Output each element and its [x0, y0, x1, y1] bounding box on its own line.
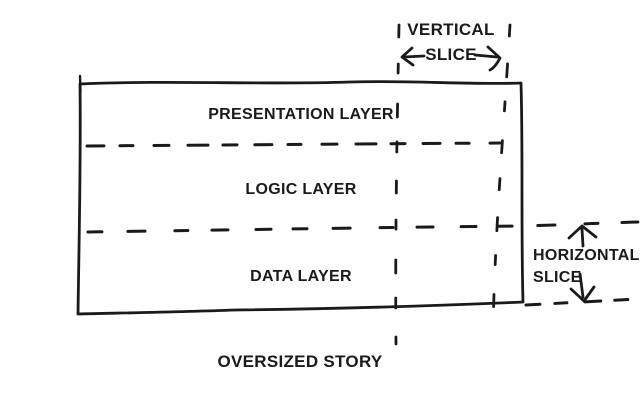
vertical-slice-label-line1: VERTICAL [407, 20, 495, 39]
layers-box-outline [76, 80, 525, 316]
vertical-slice-left-arrow [400, 46, 426, 67]
vertical-slice-right-boundary [491, 23, 512, 332]
horizontal-slice-label-line1: HORIZONTAL [533, 247, 640, 264]
layer-label-presentation: PRESENTATION LAYER [208, 106, 394, 123]
layers-box-corner-nub [78, 74, 82, 94]
vertical-slice-right-arrow [473, 45, 502, 72]
horizontal-slice-bottom-line [524, 297, 640, 307]
horizontal-slice-down-arrow [569, 272, 596, 303]
logic-data-divider [86, 220, 640, 234]
vertical-slice-left-boundary [394, 23, 401, 346]
vertical-slice-label-line2: SLICE [425, 45, 477, 64]
layer-label-logic: LOGIC LAYER [245, 181, 357, 198]
horizontal-slice-label-line2: SLICE [533, 269, 582, 286]
horizontal-slice-up-arrow [567, 224, 598, 248]
presentation-logic-divider [85, 141, 502, 148]
layer-label-data: DATA LAYER [250, 268, 352, 285]
diagram-caption: OVERSIZED STORY [217, 352, 383, 371]
